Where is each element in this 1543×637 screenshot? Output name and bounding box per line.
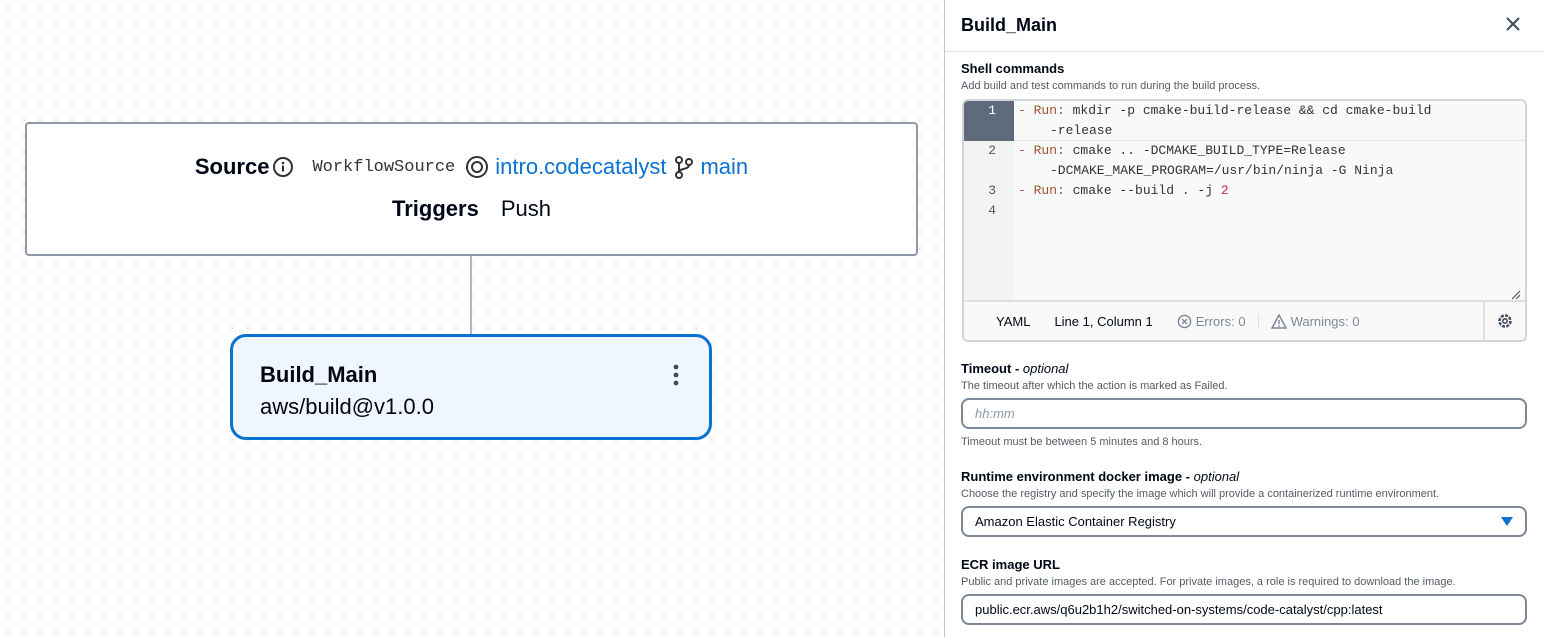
action-config-panel: Build_Main Shell commands Add build and … <box>944 0 1543 637</box>
code-line: - Run: mkdir -p cmake-build-release && c… <box>1018 103 1432 118</box>
line-number: 3 <box>988 183 996 198</box>
panel-header: Build_Main <box>945 0 1543 52</box>
code-line-wrap: -DCMAKE_MAKE_PROGRAM=/usr/bin/ninja -G N… <box>1050 163 1394 178</box>
triggers-label: Triggers <box>392 196 479 221</box>
caret-down-icon <box>1501 517 1513 526</box>
source-node[interactable]: Source WorkflowSource intro.codecatalyst… <box>25 122 918 256</box>
ecr-url-input[interactable]: public.ecr.aws/q6u2b1h2/switched-on-syst… <box>961 594 1527 625</box>
action-identifier: aws/build@v1.0.0 <box>260 394 434 419</box>
info-icon[interactable] <box>272 156 294 178</box>
registry-select[interactable]: Amazon Elastic Container Registry <box>961 506 1527 537</box>
code-line: - Run: cmake .. -DCMAKE_BUILD_TYPE=Relea… <box>1018 143 1346 158</box>
active-line-gutter <box>964 101 1014 141</box>
branch-link[interactable]: main <box>700 154 749 179</box>
source-label: Source <box>194 154 270 179</box>
source-name: WorkflowSource <box>312 157 456 177</box>
line-number: 2 <box>988 143 996 158</box>
code-line-wrap: -release <box>1050 123 1113 138</box>
close-icon[interactable] <box>1505 16 1521 37</box>
repository-link[interactable]: intro.codecatalyst <box>495 154 667 179</box>
timeout-label: Timeout - optional <box>961 361 1069 376</box>
errors-indicator[interactable]: Errors: 0 <box>1177 313 1259 329</box>
editor-settings-icon[interactable] <box>1483 302 1525 340</box>
panel-title: Build_Main <box>961 15 1058 35</box>
warning-icon <box>1270 313 1287 329</box>
shell-commands-label: Shell commands <box>961 61 1065 76</box>
more-options-icon[interactable] <box>673 363 679 392</box>
branch-icon <box>674 155 694 179</box>
trigger-value: Push <box>500 196 551 221</box>
editor-status-bar: YAML Line 1, Column 1 Errors: 0 Warnings… <box>964 300 1525 340</box>
language-indicator: YAML <box>996 313 1031 329</box>
active-line-divider <box>1014 140 1525 141</box>
cursor-position: Line 1, Column 1 <box>1054 313 1153 329</box>
ecr-url-description: Public and private images are accepted. … <box>961 576 1456 588</box>
action-name: Build_Main <box>260 362 378 387</box>
ecr-url-label: ECR image URL <box>961 557 1060 572</box>
repository-icon <box>465 155 489 179</box>
action-node-build-main[interactable]: Build_Main aws/build@v1.0.0 <box>230 334 712 440</box>
line-number: 4 <box>988 203 996 218</box>
timeout-helper: Timeout must be between 5 minutes and 8 … <box>961 436 1203 448</box>
warnings-indicator[interactable]: Warnings: 0 <box>1270 313 1359 329</box>
runtime-description: Choose the registry and specify the imag… <box>961 488 1440 500</box>
connector-line <box>470 256 472 336</box>
error-icon <box>1177 314 1192 328</box>
timeout-input[interactable]: hh:mm <box>961 398 1527 429</box>
line-number: 1 <box>988 103 996 118</box>
workflow-canvas[interactable]: Source WorkflowSource intro.codecatalyst… <box>0 0 944 637</box>
code-line: - Run: cmake --build . -j 2 <box>1018 183 1229 198</box>
runtime-label: Runtime environment docker image - optio… <box>961 469 1240 484</box>
shell-commands-description: Add build and test commands to run durin… <box>961 80 1261 92</box>
shell-commands-editor[interactable]: 1 2 3 4 - Run: mkdir -p cmake-build-rele… <box>962 99 1527 342</box>
resize-handle-icon[interactable] <box>1511 287 1521 305</box>
timeout-description: The timeout after which the action is ma… <box>961 380 1228 392</box>
